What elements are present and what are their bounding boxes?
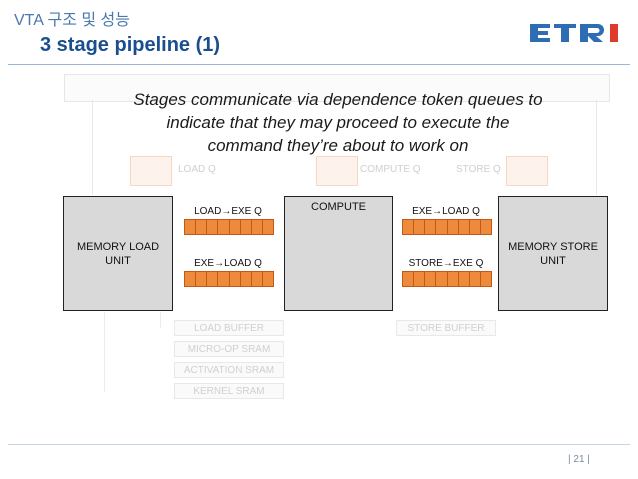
memory-store-unit: MEMORY STORE UNIT	[498, 196, 608, 311]
ghost-load-queue	[130, 156, 172, 186]
ghost-line	[596, 100, 597, 195]
slide-title: 3 stage pipeline (1)	[40, 34, 221, 56]
ghost-compute-queue	[316, 156, 358, 186]
compute-unit: COMPUTE	[284, 196, 393, 311]
queue-load-to-exe	[184, 219, 274, 235]
ghost-load-buffer: LOAD BUFFER	[174, 320, 284, 336]
callout-text: Stages communicate via dependence token …	[88, 88, 588, 157]
ghost-micro-op-sram: MICRO-OP SRAM	[174, 341, 284, 357]
ghost-line	[160, 312, 161, 328]
ghost-line	[104, 312, 105, 392]
ghost-store-q-label: STORE Q	[456, 164, 501, 175]
footer-divider	[8, 444, 630, 445]
queue-label-exe-to-store: EXE→LOAD Q	[412, 206, 480, 217]
callout-line-2: indicate that they may proceed to execut…	[166, 113, 510, 132]
queue-label-store-to-exe: STORE→EXE Q	[408, 258, 484, 269]
memory-load-unit: MEMORY LOAD UNIT	[63, 196, 173, 311]
etri-logo-graphic	[530, 24, 618, 42]
ghost-activation-sram: ACTIVATION SRAM	[174, 362, 284, 378]
slide-kicker: VTA 구조 및 성능	[14, 12, 130, 29]
ghost-kernel-sram: KERNEL SRAM	[174, 383, 284, 399]
ghost-compute-q-label: COMPUTE Q	[360, 164, 421, 175]
queue-label-exe-to-load: EXE→LOAD Q	[194, 258, 262, 269]
ghost-store-queue	[506, 156, 548, 186]
memory-store-unit-line1: MEMORY STORE	[508, 240, 598, 253]
page-number: | 21 |	[568, 454, 590, 465]
queue-label-load-to-exe: LOAD→EXE Q	[194, 206, 262, 217]
memory-load-unit-line1: MEMORY LOAD	[76, 240, 160, 253]
ghost-load-q-label: LOAD Q	[178, 164, 216, 175]
callout-line-1: Stages communicate via dependence token …	[133, 90, 543, 109]
ghost-fetch-module	[64, 74, 610, 102]
callout-line-3: command they’re about to work on	[207, 136, 469, 155]
queue-exe-to-store	[402, 219, 492, 235]
memory-load-unit-line2: UNIT	[105, 254, 131, 267]
etri-logo	[530, 18, 634, 48]
compute-unit-label: COMPUTE	[311, 201, 366, 213]
ghost-store-buffer: STORE BUFFER	[396, 320, 496, 336]
header-divider	[8, 64, 630, 65]
memory-store-unit-line2: UNIT	[540, 254, 566, 267]
ghost-line	[92, 100, 93, 195]
queue-exe-to-load	[184, 271, 274, 287]
queue-store-to-exe	[402, 271, 492, 287]
